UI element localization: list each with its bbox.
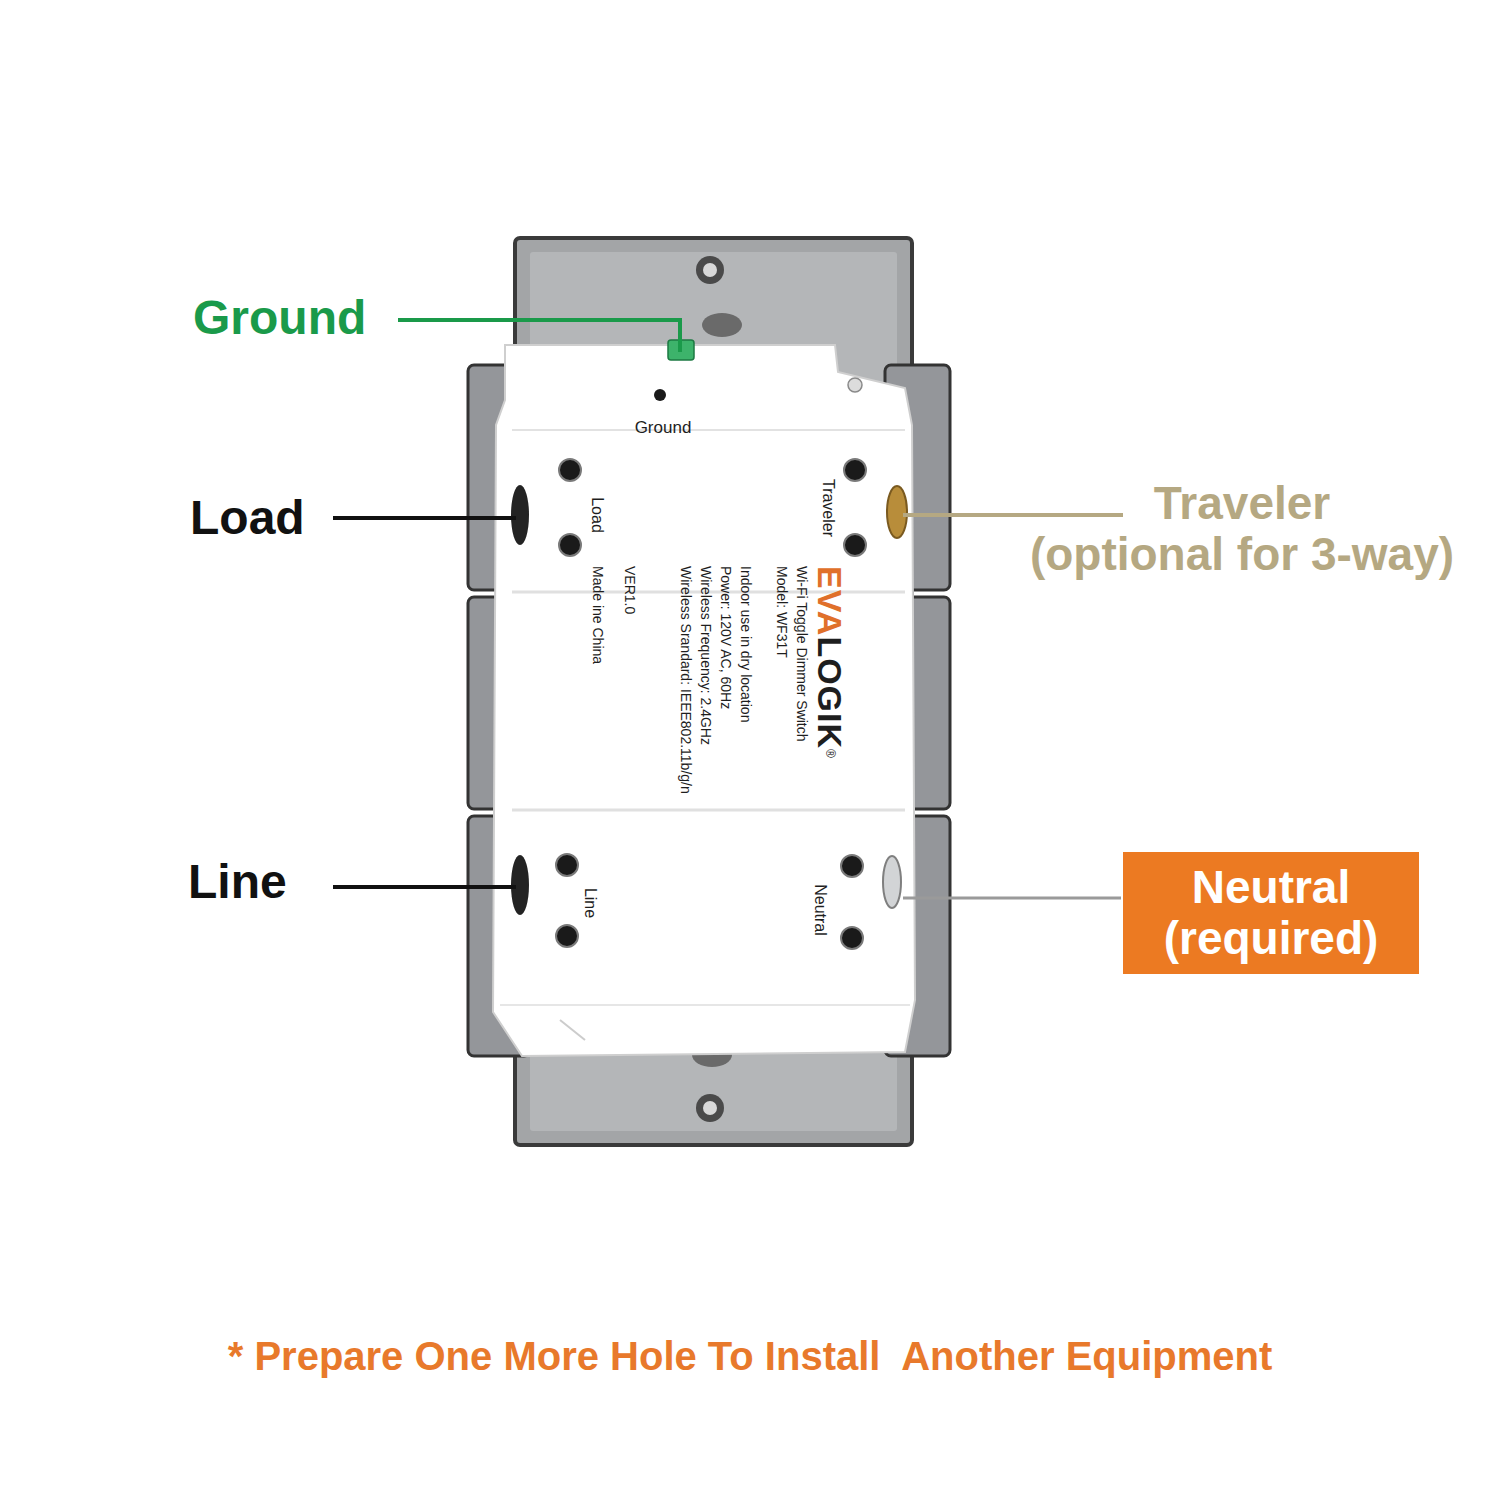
spec-text: Model: WF31T xyxy=(774,566,790,658)
switch-housing xyxy=(493,345,915,1056)
terminal-holes xyxy=(556,459,866,949)
info-row: Model: WF31T xyxy=(772,566,792,794)
registered-mark: ® xyxy=(823,749,837,758)
terminal-label: Neutral xyxy=(812,884,828,936)
spec-text: Wireless Srandard: IEEE802.11b/g/n xyxy=(678,566,694,794)
terminal-label: Ground xyxy=(635,419,692,436)
traveler-leader xyxy=(903,513,1123,517)
traveler-callout: Traveler(optional for 3-way) xyxy=(992,478,1492,579)
info-row: Wi-Fi Toggle Dimmer Switch xyxy=(792,566,812,794)
spec-text: Wireless Frequency: 2.4GHz xyxy=(698,566,714,745)
spec-text: Made ine China xyxy=(590,566,606,664)
neutral-screw xyxy=(883,856,901,908)
callout-label: Traveler xyxy=(992,478,1492,529)
info-row: Indoor use in dry location xyxy=(736,566,756,794)
terminal-label: Line xyxy=(582,888,598,918)
neutral-leader xyxy=(903,897,1121,900)
terminal-hole xyxy=(844,459,866,481)
strap-slot xyxy=(702,313,742,337)
load-screw xyxy=(511,485,529,545)
terminal-hole xyxy=(559,459,581,481)
info-row: VER1.0 xyxy=(620,566,640,794)
traveler-screw xyxy=(887,486,907,538)
terminal-hole xyxy=(556,925,578,947)
callout-label: Neutral xyxy=(1192,862,1350,913)
strap-hole xyxy=(696,1094,724,1122)
ground-hole xyxy=(654,389,666,401)
terminal-hole xyxy=(841,855,863,877)
strap-hole xyxy=(696,256,724,284)
info-row: Wireless Srandard: IEEE802.11b/g/n xyxy=(676,566,696,794)
spec-text: VER1.0 xyxy=(622,566,638,614)
product-info: EVALOGIK®Wi-Fi Toggle Dimmer SwitchModel… xyxy=(588,566,848,794)
terminal-hole xyxy=(844,534,866,556)
callout-box: Neutral(required) xyxy=(1123,852,1419,974)
terminal-hole xyxy=(841,927,863,949)
brand-logo: LOGIK xyxy=(811,636,849,749)
callout-label: (optional for 3-way) xyxy=(992,529,1492,580)
line-leader xyxy=(333,885,516,889)
spec-text: Power: 120V AC, 60Hz xyxy=(718,566,734,709)
brand-logo: EVA xyxy=(811,566,849,636)
info-row: Power: 120V AC, 60Hz xyxy=(716,566,736,794)
callout-label: Ground xyxy=(193,294,366,342)
strap-hole-center xyxy=(703,263,717,277)
info-row: Made ine China xyxy=(588,566,608,794)
ground-leader xyxy=(398,320,680,352)
housing-notch xyxy=(560,1020,585,1040)
terminal-hole xyxy=(559,534,581,556)
callout-label: Line xyxy=(188,858,287,906)
callout-label: Load xyxy=(190,494,305,542)
terminal-label: Load xyxy=(589,497,605,533)
spec-text: Indoor use in dry location xyxy=(738,566,754,722)
corner-screw xyxy=(848,378,862,392)
housing-ridge xyxy=(500,1004,910,1006)
spec-text: Wi-Fi Toggle Dimmer Switch xyxy=(794,566,810,742)
footnote: * Prepare One More Hole To Install Anoth… xyxy=(0,1336,1500,1376)
strap-hole-center xyxy=(703,1101,717,1115)
load-leader xyxy=(333,516,516,520)
callout-label: (required) xyxy=(1164,913,1379,964)
terminal-label: Traveler xyxy=(820,479,836,537)
housing-ridge xyxy=(512,429,905,431)
info-row: EVALOGIK® xyxy=(812,566,848,794)
terminal-hole xyxy=(556,854,578,876)
info-row: Wireless Frequency: 2.4GHz xyxy=(696,566,716,794)
